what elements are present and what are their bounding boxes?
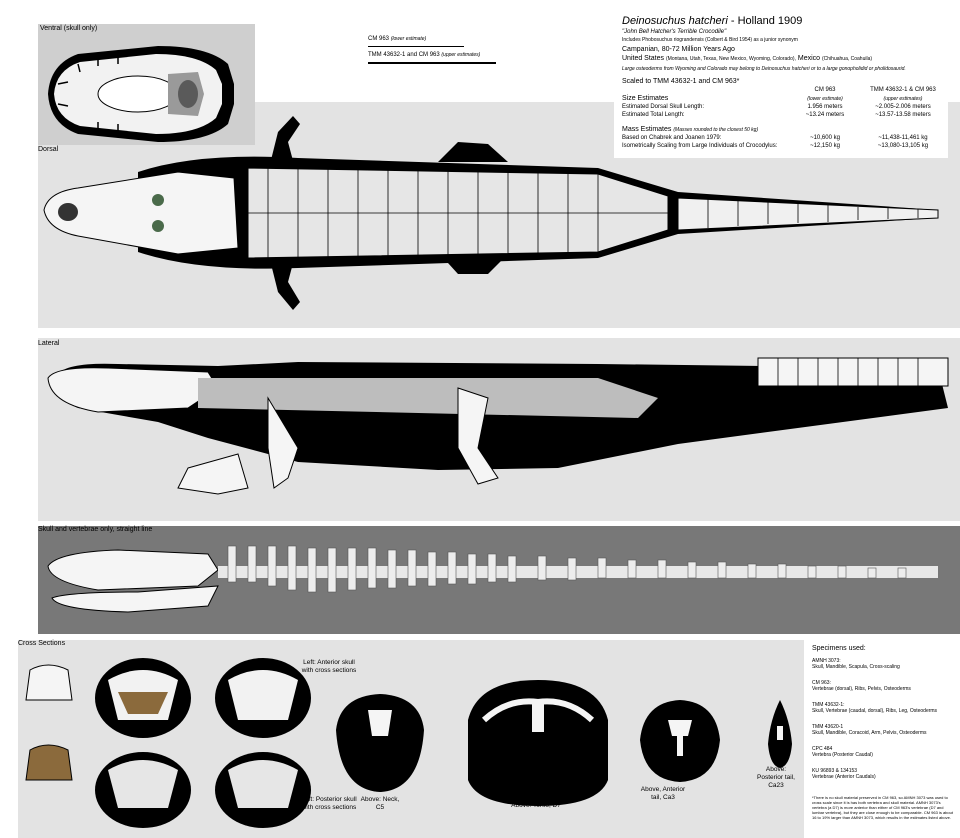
lateral-croc-drawing	[47, 357, 949, 495]
info-iso-v1: ~12,150 kg	[810, 143, 840, 149]
info-locality-a-detail: (Montana, Utah, Texas, New Mexico, Wyomi…	[665, 56, 796, 62]
info-col1-note: (lower estimate)	[807, 96, 843, 102]
legend-tmm: TMM 43632-1 and CM 963	[368, 52, 440, 58]
info-mass-note: (Masses rounded to the closest 50 kg)	[673, 127, 759, 133]
info-title-genus: Deinosuchus hatcheri	[622, 15, 728, 27]
info-locality-b-detail: (Chihuahua, Coahuila)	[822, 56, 873, 62]
cross-caption-left-anterior: Left: Anterior skull with cross sections	[301, 659, 357, 674]
info-iso-label: Isometrically Scaling from Large Individ…	[622, 143, 778, 149]
info-size-head: Size Estimates	[622, 95, 669, 102]
legend-tmm-note: (upper estimates)	[441, 52, 481, 58]
info-skull-v1: 1.956 meters	[807, 104, 843, 110]
info-nickname: "John Bell Hatcher's Terrible Crocodile"	[622, 29, 727, 35]
specimen-desc: Vertebrae (Anterior Caudals)	[812, 774, 876, 780]
info-synonym: Includes Phobosuchus riograndensis (Colb…	[622, 37, 798, 43]
specimens-box: Specimens used: AMNH 3073: Skull, Mandib…	[804, 637, 956, 833]
legend-cm963-line	[368, 46, 464, 47]
dorsal-label: Dorsal	[38, 146, 59, 153]
specimen-desc: Vertebrae (dorsal), Ribs, Pelvis, Osteod…	[812, 686, 911, 692]
cross-caption-tail-anterior: Above, Anterior tail, Ca3	[640, 786, 686, 801]
cross-sections-drawing	[25, 658, 792, 828]
specimen-desc: Skull, Vertebrae (caudal, dorsal), Ribs,…	[812, 708, 938, 714]
info-chabrek-v2: ~11,438-11,461 kg	[878, 135, 928, 141]
info-chabrek-label: Based on Chabrek and Joanen 1979:	[622, 135, 722, 141]
specimen-desc: Vertebra (Posterior Caudal)	[812, 752, 873, 758]
ventral-skull-drawing	[48, 46, 234, 142]
cross-caption-tail-posterior: Above: Posterior tail, Ca23	[757, 766, 795, 789]
specimen-id: CM 963:	[812, 680, 831, 686]
info-title-author: - Holland 1909	[727, 15, 803, 27]
specimens-title: Specimens used:	[812, 645, 866, 652]
info-age: Campanian, 80-72 Million Years Ago	[622, 46, 735, 53]
ventral-panel: Ventral (skull only)	[38, 24, 255, 145]
info-locality-b: Mexico	[797, 55, 821, 62]
legend: CM 963 (lower estimate) TMM 43632-1 and …	[366, 34, 516, 74]
specimen-desc: Skull, Mandible, Scapula, Cross-scaling	[812, 664, 900, 670]
info-osteoderm-note: Large osteoderms from Wyoming and Colora…	[622, 66, 906, 72]
info-skull-label: Estimated Dorsal Skull Length:	[622, 104, 705, 110]
legend-cm963: CM 963	[368, 36, 390, 42]
specimen-id: AMNH 3073:	[812, 658, 841, 664]
specimens-footnote: *There is no skull material preserved in…	[812, 795, 953, 820]
info-col2-note: (upper estimates)	[883, 96, 923, 102]
cross-caption-neck: Above: Neck, C5	[360, 796, 400, 811]
info-chabrek-v1: ~10,600 kg	[810, 135, 840, 141]
specimen-id: TMM 43620-1	[812, 724, 844, 730]
specimen-desc: Skull, Mandible, Coracoid, Arm, Pelvis, …	[812, 730, 927, 736]
info-col1: CM 963	[814, 87, 836, 93]
cross-caption-torso: Above: Torso, D7	[511, 802, 561, 809]
legend-cm963-note: (lower estimate)	[390, 36, 427, 42]
legend-tmm-line	[368, 62, 496, 64]
info-scaled-to: Scaled to TMM 43632-1 and CM 963*	[622, 78, 740, 85]
specimen-id: CPC 484	[812, 746, 833, 752]
ventral-label: Ventral (skull only)	[40, 25, 98, 32]
specimen-id: KU 96893 & 134153	[812, 768, 858, 774]
info-total-label: Estimated Total Length:	[622, 112, 685, 118]
cross-caption-left-posterior: Left: Posterior skull with cross section…	[301, 796, 357, 811]
info-locality-a: United States	[622, 55, 665, 62]
specimen-id: TMM 43632-1:	[812, 702, 845, 708]
dorsal-croc-drawing	[43, 116, 939, 310]
info-total-v2: ~13.57-13.58 meters	[875, 112, 931, 118]
skeleton-drawing	[47, 545, 938, 613]
info-mass-head: Mass Estimates	[622, 126, 672, 133]
lateral-label: Lateral	[38, 340, 60, 347]
info-box: Deinosuchus hatcheri - Holland 1909 "Joh…	[614, 12, 948, 158]
cross-sections-label: Cross Sections	[18, 640, 66, 647]
info-total-v1: ~13.24 meters	[805, 112, 845, 118]
skeleton-label: Skull and vertebrae only, straight line	[38, 526, 153, 533]
info-skull-v2: ~2.005-2.006 meters	[875, 104, 931, 110]
info-col2: TMM 43632-1 & CM 963	[870, 87, 936, 93]
info-iso-v2: ~13,080-13,105 kg	[877, 143, 929, 149]
